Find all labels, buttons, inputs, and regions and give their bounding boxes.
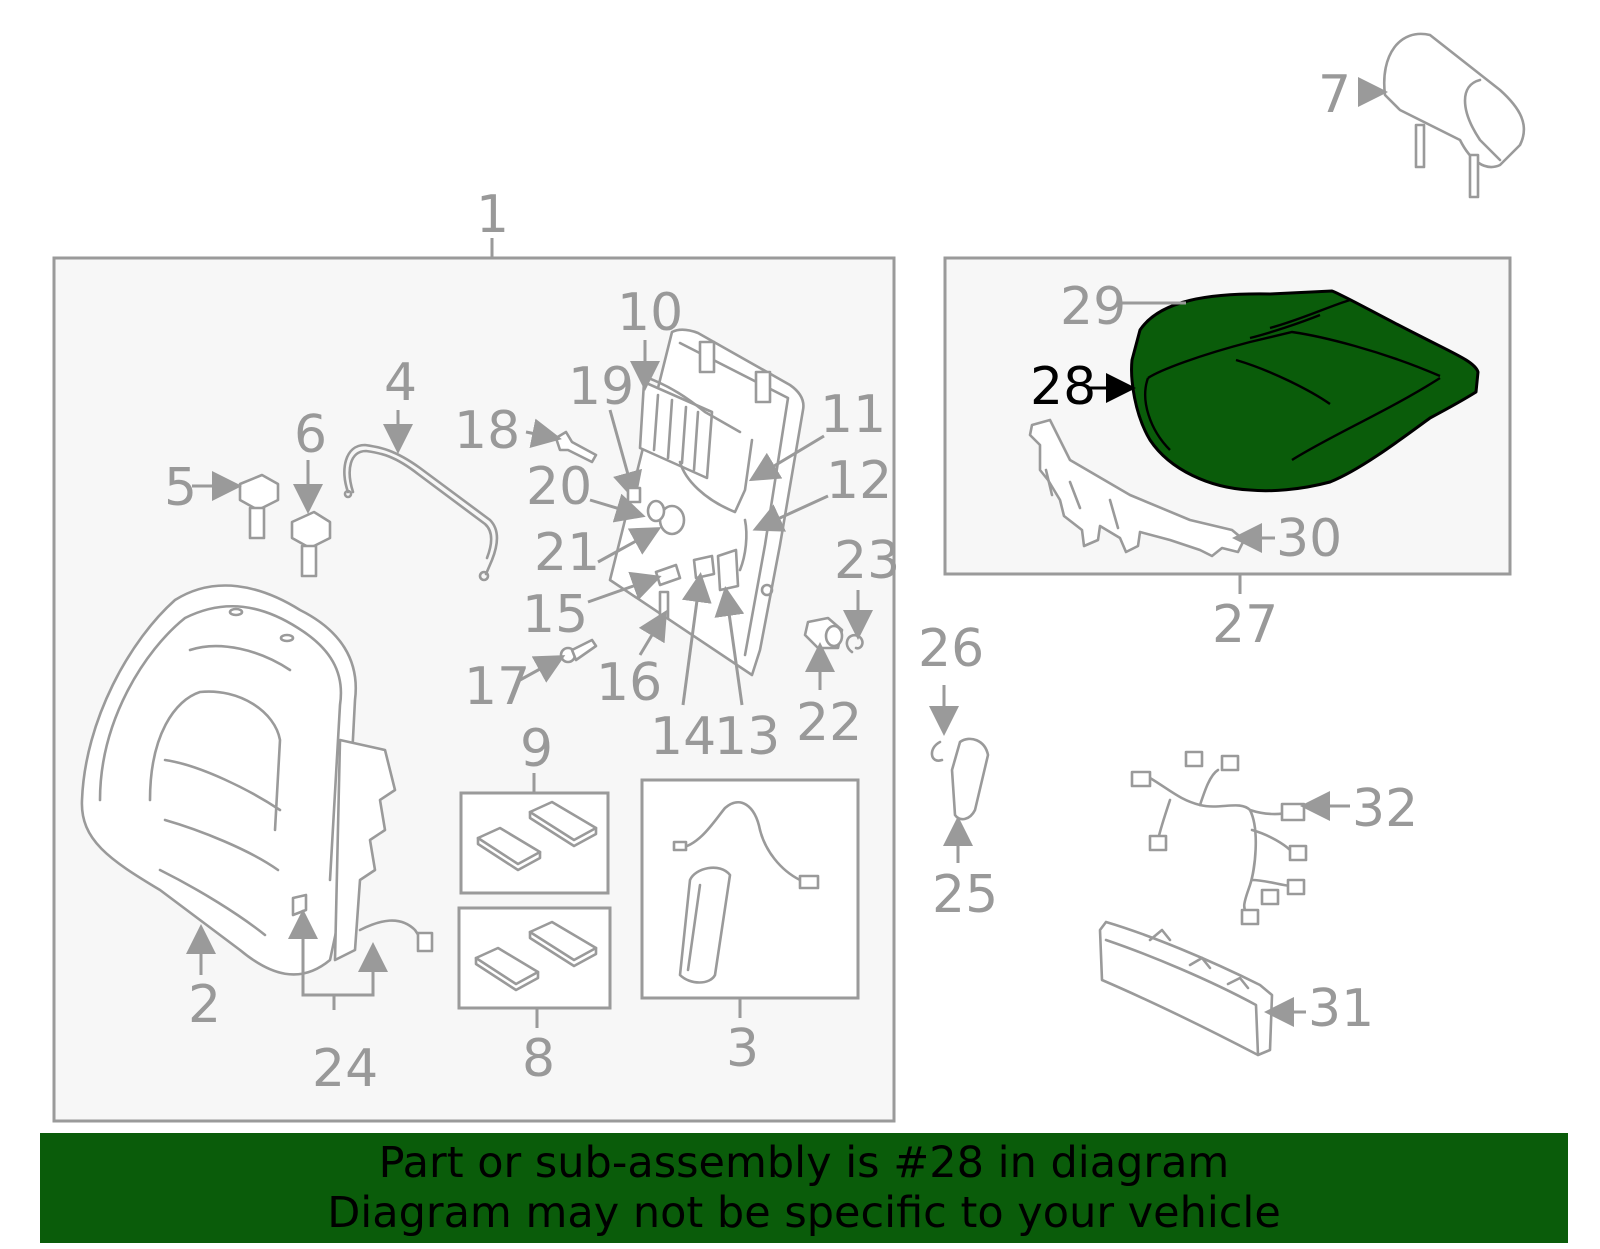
label-14: 14 — [650, 707, 716, 767]
info-banner: Part or sub-assembly is #28 in diagram D… — [40, 1133, 1568, 1243]
label-31: 31 — [1308, 979, 1374, 1039]
clip-part-26[interactable] — [930, 740, 944, 762]
label-1: 1 — [476, 185, 509, 245]
knob-part-20[interactable] — [646, 499, 686, 536]
label-26: 26 — [918, 619, 984, 679]
label-25: 25 — [932, 865, 998, 925]
cushion-frame-part-30[interactable] — [1028, 418, 1246, 558]
label-12: 12 — [826, 451, 892, 511]
label-4: 4 — [384, 353, 417, 413]
clip-part-14[interactable] — [692, 554, 716, 580]
airbag-box-3[interactable] — [640, 778, 860, 1000]
seat-cushion-part-28[interactable] — [1130, 289, 1480, 493]
banner-line-part-number: Part or sub-assembly is #28 in diagram — [378, 1138, 1230, 1188]
clip-part-19[interactable] — [626, 486, 642, 504]
clip-part-13[interactable] — [716, 548, 740, 592]
label-27: 27 — [1212, 595, 1278, 655]
label-19: 19 — [568, 357, 634, 417]
label-16: 16 — [596, 653, 662, 713]
label-32: 32 — [1352, 779, 1418, 839]
trim-cover-part-31[interactable] — [1098, 920, 1274, 1057]
wiring-harness-part-32[interactable] — [1130, 750, 1308, 926]
label-29: 29 — [1060, 277, 1126, 337]
label-17: 17 — [464, 657, 530, 717]
knob-part-22[interactable] — [803, 616, 844, 650]
label-23: 23 — [834, 531, 900, 591]
label-13: 13 — [714, 707, 780, 767]
label-30: 30 — [1276, 509, 1342, 569]
seatback-frame-panel[interactable] — [608, 328, 805, 677]
bolt-part-18[interactable] — [554, 430, 598, 464]
pad-kit-box-9[interactable] — [459, 791, 610, 895]
label-3: 3 — [726, 1019, 759, 1079]
label-18: 18 — [454, 401, 520, 461]
label-11: 11 — [820, 385, 886, 445]
label-6: 6 — [294, 405, 327, 465]
label-20: 20 — [526, 457, 592, 517]
label-7: 7 — [1318, 65, 1351, 125]
label-22: 22 — [796, 693, 862, 753]
seatback-cover-part-2[interactable] — [80, 584, 434, 976]
label-2: 2 — [188, 975, 221, 1035]
banner-line-disclaimer: Diagram may not be specific to your vehi… — [327, 1188, 1281, 1238]
label-28: 28 — [1030, 357, 1096, 417]
label-10: 10 — [617, 283, 683, 343]
cover-part-25[interactable] — [950, 737, 990, 821]
label-24: 24 — [312, 1039, 378, 1099]
label-8: 8 — [522, 1029, 555, 1089]
label-9: 9 — [520, 719, 553, 779]
headrest-guide-part-6[interactable] — [290, 510, 332, 578]
label-15: 15 — [522, 585, 588, 645]
headrest-part-7[interactable] — [1382, 32, 1526, 199]
label-5: 5 — [164, 458, 197, 518]
label-21: 21 — [534, 523, 600, 583]
clip-part-16[interactable] — [658, 590, 670, 620]
